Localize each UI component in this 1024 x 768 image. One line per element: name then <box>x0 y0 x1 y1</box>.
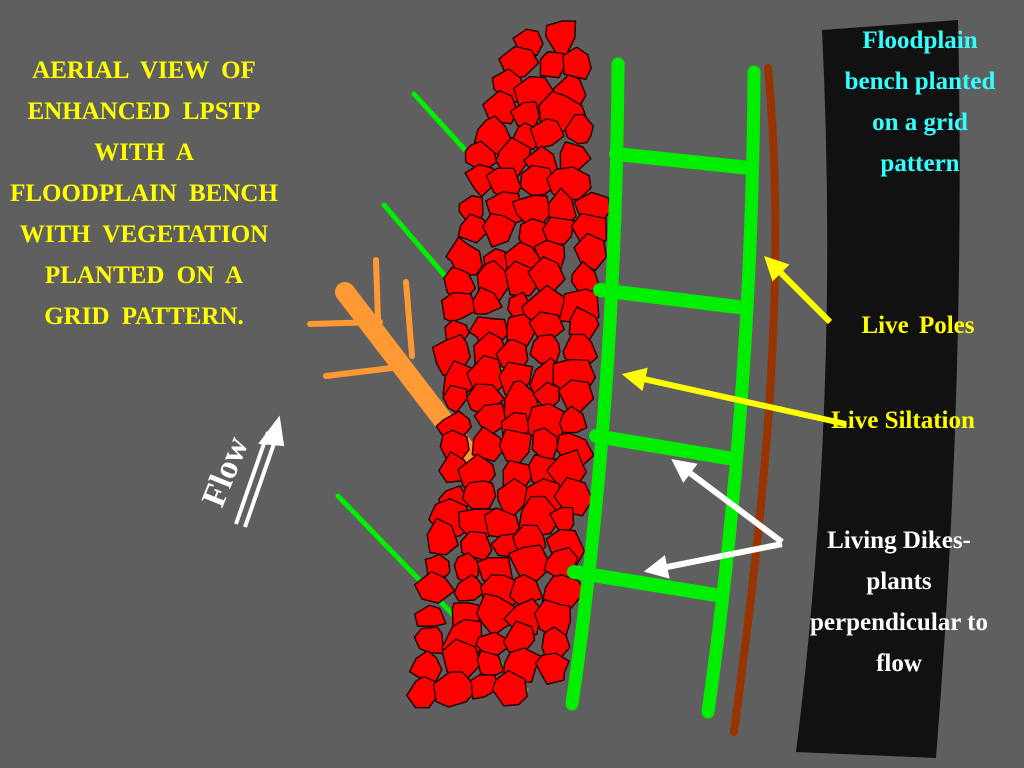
riprap-rock <box>534 652 570 685</box>
living-dikes-grid <box>565 57 761 719</box>
riprap-rock <box>507 544 553 583</box>
riprap-rock <box>457 213 489 244</box>
living-dikes-arrow-upper <box>671 458 784 545</box>
riprap-rock <box>559 141 592 172</box>
live-poles-label: Live Poles <box>861 312 975 339</box>
riprap-rock <box>529 334 561 365</box>
riprap-rock <box>470 674 499 700</box>
riprap-rock <box>414 570 456 604</box>
riprap-rock <box>471 426 507 463</box>
grid-rung <box>593 283 753 315</box>
diagram-title: AERIAL VIEW OF ENHANCED LPSTP WITH A FLO… <box>10 57 278 330</box>
riprap-rock <box>564 113 594 145</box>
riprap-rock <box>529 117 565 150</box>
floodplain-bench-label: Floodplain bench planted on a grid patte… <box>844 27 996 177</box>
riprap-rock <box>558 405 588 434</box>
riprap-rock <box>562 46 592 81</box>
riprap-rock <box>441 291 477 323</box>
grid-rung <box>567 565 729 603</box>
riprap-rock <box>541 216 575 247</box>
living-dikes-arrow-lower <box>643 541 783 579</box>
riprap-rock <box>482 89 519 125</box>
riprap-rock <box>573 232 607 272</box>
riprap-rock <box>539 51 565 79</box>
stream-bank <box>796 20 960 758</box>
live-siltation-arrow <box>621 367 847 427</box>
riprap-rock <box>498 428 533 466</box>
flow-arrow-icon <box>234 415 285 528</box>
riprap-rock <box>461 480 497 510</box>
living-dikes-label: Living Dikes- plants perpendicular to fl… <box>809 527 988 677</box>
riprap-rock <box>445 236 483 277</box>
grid-rung <box>609 147 757 175</box>
riprap-rock <box>475 592 515 637</box>
riprap-rock <box>491 669 528 707</box>
riprap-rock <box>553 476 594 517</box>
live-siltation-label: Live Siltation <box>831 407 975 434</box>
riprap-rocks <box>406 20 611 709</box>
riprap-rock <box>413 626 444 655</box>
riprap-rock <box>426 517 459 556</box>
riprap-rock <box>472 286 503 315</box>
riprap-rock <box>482 213 517 248</box>
riprap-rock <box>464 163 497 198</box>
riprap-rock <box>453 574 487 602</box>
riprap-rock <box>414 604 447 627</box>
riprap-rock <box>476 650 505 679</box>
live-pole-line <box>730 64 780 736</box>
live-poles-arrow <box>764 256 833 325</box>
riprap-rock <box>432 671 478 708</box>
riprap-rock <box>519 164 556 197</box>
grid-rung <box>589 429 735 465</box>
